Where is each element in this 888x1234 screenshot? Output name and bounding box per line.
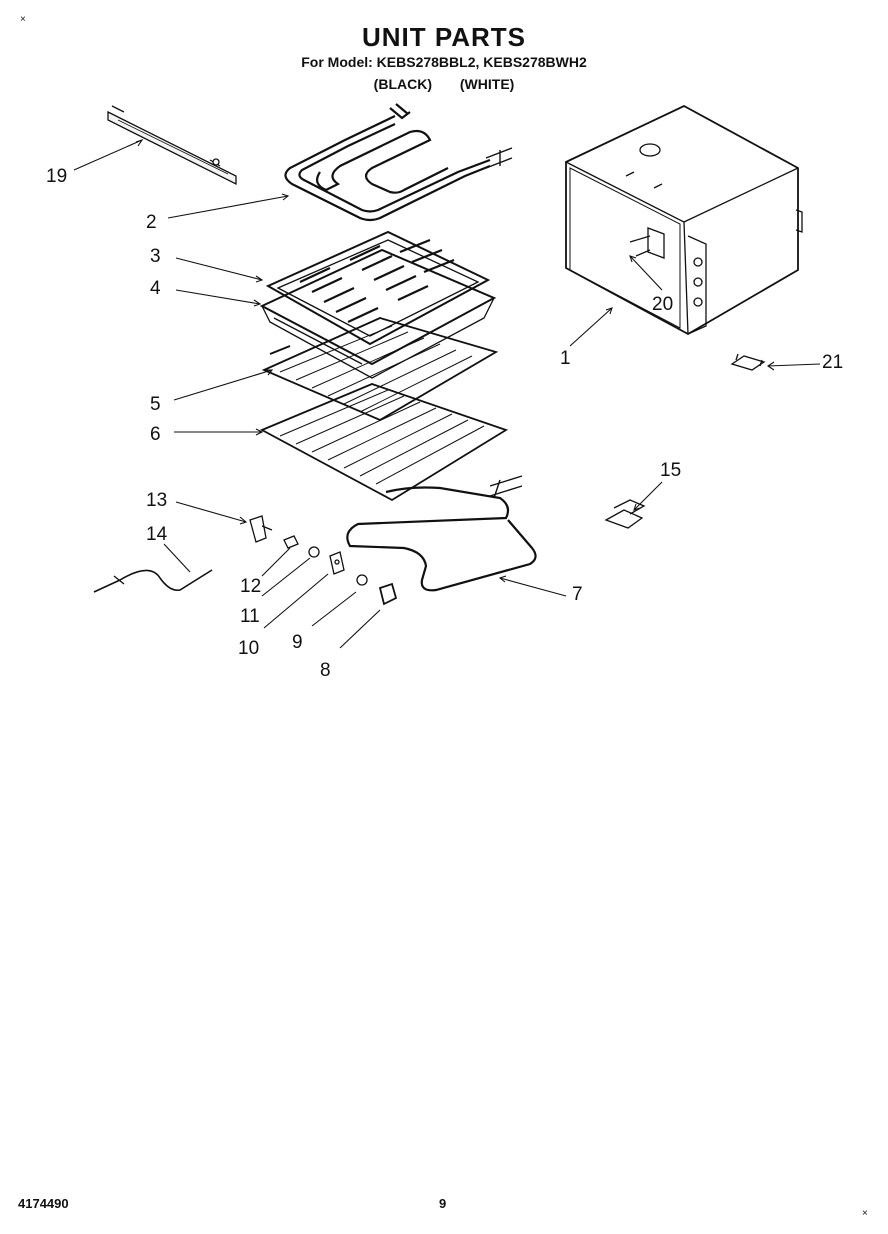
callout-13: 13: [146, 490, 167, 511]
part-9-washer: [356, 574, 368, 586]
model-variants: (BLACK) (WHITE): [0, 76, 888, 92]
part-14-sensor: [93, 569, 213, 593]
part-5-oven-rack: [261, 317, 499, 422]
part-20-bracket: [629, 227, 665, 259]
callout-3: 3: [150, 246, 161, 267]
callout-21: 21: [822, 352, 843, 373]
part-6-oven-rack: [259, 383, 509, 502]
callout-12: 12: [240, 576, 261, 597]
callout-5: 5: [150, 394, 161, 415]
variant-white: (WHITE): [459, 76, 515, 92]
callout-14: 14: [146, 524, 168, 545]
model-line: For Model: KEBS278BBL2, KEBS278BWH2: [301, 54, 587, 70]
part-8-nut: [378, 582, 398, 606]
callout-10: 10: [238, 638, 259, 659]
callout-2: 2: [146, 212, 157, 233]
part-7-lower-element: [346, 475, 537, 592]
callout-4: 4: [150, 278, 161, 299]
part-4-broiler-pan: [259, 248, 497, 379]
part-21-clip: [730, 353, 766, 371]
callout-19: 19: [46, 166, 67, 187]
part-13-terminal-block: [249, 515, 273, 543]
part-19-bracket: [107, 105, 237, 186]
part-12-spacer: [283, 535, 299, 549]
part-10-clip: [329, 551, 345, 575]
callout-11: 11: [240, 606, 260, 627]
callout-9: 9: [292, 632, 303, 653]
part-2-upper-element: [284, 103, 513, 222]
document-number: 4174490: [18, 1196, 69, 1211]
callout-20: 20: [652, 294, 673, 315]
part-15-bracket: [604, 499, 646, 529]
callout-15: 15: [660, 460, 681, 481]
page-number: 9: [439, 1196, 447, 1211]
corner-mark-bottom-right: ×: [862, 1208, 868, 1219]
part-11-washer: [308, 546, 320, 558]
variant-black: (BLACK): [373, 76, 432, 92]
part-1-oven-cavity: [565, 104, 803, 336]
page-title: UNIT PARTS: [361, 22, 527, 52]
leader-lines: [73, 138, 821, 649]
callout-6: 6: [150, 424, 161, 445]
callout-1: 1: [560, 348, 571, 369]
corner-mark-top-left: ×: [20, 14, 26, 25]
callout-labels: 1 2 3 4 5 6 7 8 9 10 11 12 13 14 15 19 2…: [46, 166, 843, 681]
callout-8: 8: [320, 660, 331, 681]
callout-7: 7: [572, 584, 583, 605]
